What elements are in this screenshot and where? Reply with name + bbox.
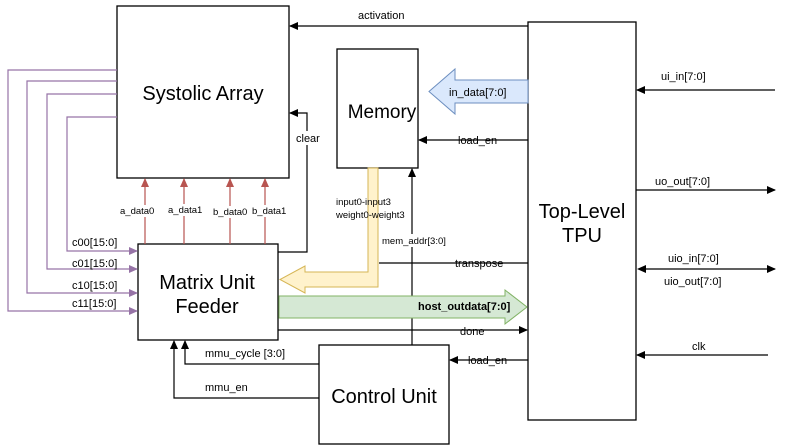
b-data1-label: b_data1 bbox=[252, 206, 286, 217]
clear-label: clear bbox=[296, 133, 320, 145]
ui-in-label: ui_in[7:0] bbox=[661, 71, 706, 83]
systolic-array-title: Systolic Array bbox=[142, 83, 263, 105]
systolic-array-block bbox=[116, 5, 290, 179]
c11-label: c11[15:0] bbox=[72, 298, 116, 310]
tpu-title-line2: TPU bbox=[562, 225, 602, 247]
load-en-control-label: load_en bbox=[468, 355, 507, 367]
a-data0-label: a_data0 bbox=[120, 206, 154, 217]
mmu-en-wire bbox=[170, 340, 319, 399]
mem-addr-bg bbox=[380, 234, 438, 247]
c00-line bbox=[66, 116, 138, 255]
a-data1-bg bbox=[167, 204, 201, 216]
c11-line bbox=[7, 69, 138, 315]
clear-label-bg bbox=[294, 131, 322, 145]
control-unit-block bbox=[318, 344, 450, 445]
host-outdata-label: host_outdata[7:0] bbox=[418, 301, 511, 313]
b-data1-bg bbox=[251, 205, 285, 217]
mmu-title-line2: Feeder bbox=[175, 296, 239, 318]
b-data0-bg bbox=[212, 206, 246, 218]
mem-addr-label: mem_addr[3:0] bbox=[382, 236, 446, 247]
uio-in-label: uio_in[7:0] bbox=[668, 253, 719, 265]
c10-line bbox=[26, 80, 138, 297]
mmu-cycle-wire bbox=[181, 340, 319, 365]
a-data0-bg bbox=[119, 205, 155, 217]
mmu-cycle-label: mmu_cycle [3:0] bbox=[205, 348, 285, 360]
c10-label: c10[15:0] bbox=[72, 280, 117, 292]
weights-label: weight0-weight3 bbox=[335, 210, 405, 221]
uio-in-arrowhead bbox=[637, 265, 646, 273]
in-data-arrow bbox=[428, 67, 529, 116]
c01-label: c01[15:0] bbox=[72, 258, 117, 270]
control-unit-title: Control Unit bbox=[331, 386, 437, 408]
memory-block bbox=[336, 48, 419, 169]
a-data1-label: a_data1 bbox=[168, 205, 202, 216]
in-data-label: in_data[7:0] bbox=[449, 87, 507, 99]
uo-out-label: uo_out[7:0] bbox=[655, 176, 710, 188]
mmu-en-label: mmu_en bbox=[205, 382, 248, 394]
top-level-tpu-block bbox=[527, 21, 637, 421]
b-data0-label: b_data0 bbox=[213, 207, 247, 218]
done-label: done bbox=[460, 326, 484, 338]
memory-title: Memory bbox=[348, 102, 417, 123]
activation-label: activation bbox=[358, 10, 404, 22]
load-en-memory-label: load_en bbox=[458, 135, 497, 147]
c01-line bbox=[46, 93, 138, 273]
clear-wire bbox=[278, 109, 308, 253]
uio-out-label: uio_out[7:0] bbox=[664, 276, 722, 288]
tpu-title-line1: Top-Level bbox=[539, 201, 626, 223]
transpose-label: transpose bbox=[455, 258, 503, 270]
clk-label: clk bbox=[692, 341, 706, 353]
matrix-unit-feeder-block bbox=[137, 243, 279, 341]
c00-label: c00[15:0] bbox=[72, 237, 117, 249]
host-outdata-arrow bbox=[278, 288, 528, 326]
inputs-label: input0-input3 bbox=[336, 197, 391, 208]
memory-feed-arrow bbox=[278, 167, 379, 294]
mmu-title-line1: Matrix Unit bbox=[159, 272, 255, 294]
